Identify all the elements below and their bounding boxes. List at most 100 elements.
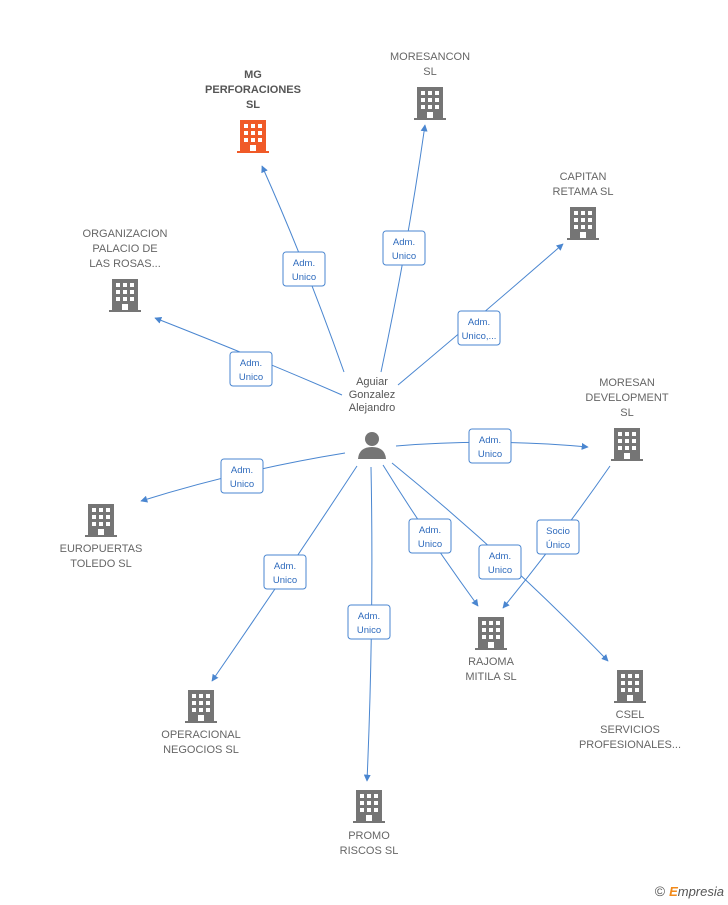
edge-label-text: Adm. <box>489 551 511 562</box>
person-label: Alejandro <box>349 402 395 414</box>
company-label: CSEL <box>616 709 645 721</box>
person-label: Aguiar <box>356 376 388 388</box>
edge-label-text: Unico <box>392 251 416 262</box>
building-icon <box>475 617 507 650</box>
edge-label-box <box>263 554 307 590</box>
edge-label-box <box>347 604 391 640</box>
company-label: PERFORACIONES <box>205 84 301 96</box>
person-icon <box>358 432 386 459</box>
building-icon <box>353 790 385 823</box>
edge-label-text: Adm. <box>468 317 490 328</box>
edge-label-center-organizacion-palacio[interactable]: Adm. Unico <box>229 351 273 387</box>
company-label: SL <box>246 99 260 111</box>
edge-label-text: Adm. <box>419 525 441 536</box>
company-label: CAPITAN <box>560 171 607 183</box>
company-label: ORGANIZACION <box>83 228 168 240</box>
edge-label-box <box>229 351 273 387</box>
company-label: RAJOMA <box>468 656 515 668</box>
edge-label-center-mg-perforaciones[interactable]: Adm. Unico <box>282 251 326 287</box>
copyright-symbol: © <box>654 883 666 899</box>
company-label: SL <box>423 66 436 78</box>
edge-label-box <box>457 310 501 346</box>
person-label: Gonzalez <box>349 389 395 401</box>
company-label: PALACIO DE <box>92 243 157 255</box>
edge-label-center-csel-servicios[interactable]: Adm. Unico <box>478 544 522 580</box>
company-label: SERVICIOS <box>600 724 660 736</box>
edge-label-text: Unico <box>292 272 316 283</box>
edge-label-text: Único <box>546 540 570 551</box>
edge-label-text: Adm. <box>240 358 262 369</box>
company-label: NEGOCIOS SL <box>163 744 239 756</box>
company-node-promo-riscos[interactable]: PROMO RISCOS SL <box>340 790 399 857</box>
brand-logo: ©Empresia <box>655 883 724 899</box>
edge-label-text: Adm. <box>479 435 501 446</box>
edge-label-box <box>408 518 452 554</box>
edge-label-text: Unico <box>357 625 381 636</box>
edge-label-box <box>220 458 264 494</box>
edge-label-text: Unico <box>488 565 512 576</box>
company-node-europuertas-toledo[interactable]: EUROPUERTAS TOLEDO SL <box>60 504 143 570</box>
edge-label-box <box>468 428 512 464</box>
nodes-layer: MG PERFORACIONES SL MORESANCON SL CAPITAN RETA… <box>60 51 681 857</box>
company-node-mg-perforaciones[interactable]: MG PERFORACIONES SL <box>205 69 301 153</box>
edge-label-box <box>478 544 522 580</box>
edge-label-box <box>536 519 580 555</box>
edge-label-text: Adm. <box>393 237 415 248</box>
brand-first-letter: E <box>669 884 678 899</box>
edge-label-text: Adm. <box>293 258 315 269</box>
company-label: LAS ROSAS... <box>89 258 161 270</box>
edge-label-text: Socio <box>546 526 570 537</box>
edge-label-center-rajoma-mitila[interactable]: Adm. Unico <box>408 518 452 554</box>
edge-label-text: Unico <box>239 372 263 383</box>
edge-label-box <box>382 230 426 266</box>
company-node-rajoma-mitila[interactable]: RAJOMA MITILA SL <box>465 617 517 683</box>
company-label: SL <box>620 407 633 419</box>
building-icon <box>614 670 646 703</box>
company-label: OPERACIONAL <box>161 729 240 741</box>
building-icon <box>109 279 141 312</box>
company-label: DEVELOPMENT <box>585 392 668 404</box>
company-node-operacional-negocios[interactable]: OPERACIONAL NEGOCIOS SL <box>161 690 241 756</box>
company-node-moresancon[interactable]: MORESANCON SL <box>390 51 470 120</box>
building-icon <box>567 207 599 240</box>
company-label: TOLEDO SL <box>70 558 132 570</box>
edge-label-box <box>282 251 326 287</box>
edge-label-text: Adm. <box>358 611 380 622</box>
company-label: MITILA SL <box>465 671 516 683</box>
edge-label-center-operacional-negocios[interactable]: Adm. Unico <box>263 554 307 590</box>
company-label: RISCOS SL <box>340 845 399 857</box>
edge-label-center-europuertas-toledo[interactable]: Adm. Unico <box>220 458 264 494</box>
building-icon <box>414 87 446 120</box>
edge-label-text: Unico,... <box>462 331 497 342</box>
company-label: PROFESIONALES... <box>579 739 681 751</box>
building-icon <box>611 428 643 461</box>
edge-label-text: Unico <box>478 449 502 460</box>
edge-label-text: Adm. <box>231 465 253 476</box>
building-icon <box>185 690 217 723</box>
edge-label-text: Unico <box>418 539 442 550</box>
company-label: PROMO <box>348 830 390 842</box>
company-node-capitan-retama[interactable]: CAPITAN RETAMA SL <box>553 171 614 240</box>
edge-label-center-capitan-retama[interactable]: Adm. Unico,... <box>457 310 501 346</box>
company-node-moresan-development[interactable]: MORESAN DEVELOPMENT SL <box>585 377 669 461</box>
company-label: MORESAN <box>599 377 655 389</box>
company-node-csel-servicios[interactable]: CSEL SERVICIOS PROFESIONALES... <box>579 670 681 751</box>
edge-label-center-moresancon[interactable]: Adm. Unico <box>382 230 426 266</box>
edge-label-center-promo-riscos[interactable]: Adm. Unico <box>347 604 391 640</box>
company-label: EUROPUERTAS <box>60 543 143 555</box>
edge-label-text: Unico <box>230 479 254 490</box>
company-node-organizacion-palacio[interactable]: ORGANIZACION PALACIO DE LAS ROSAS... <box>83 228 168 312</box>
company-label: MG <box>244 69 262 81</box>
edges-layer: Adm.UnicoAdm.UnicoAdm.Unico,...Adm.Unico… <box>140 124 611 782</box>
edge-label-text: Adm. <box>274 561 296 572</box>
company-label: MORESANCON <box>390 51 470 63</box>
company-label: RETAMA SL <box>553 186 614 198</box>
building-icon <box>85 504 117 537</box>
brand-name: mpresia <box>677 884 724 899</box>
edge-label-center-moresan-development[interactable]: Adm. Unico <box>468 428 512 464</box>
edge-label-text: Unico <box>273 575 297 586</box>
building-icon <box>237 120 269 153</box>
